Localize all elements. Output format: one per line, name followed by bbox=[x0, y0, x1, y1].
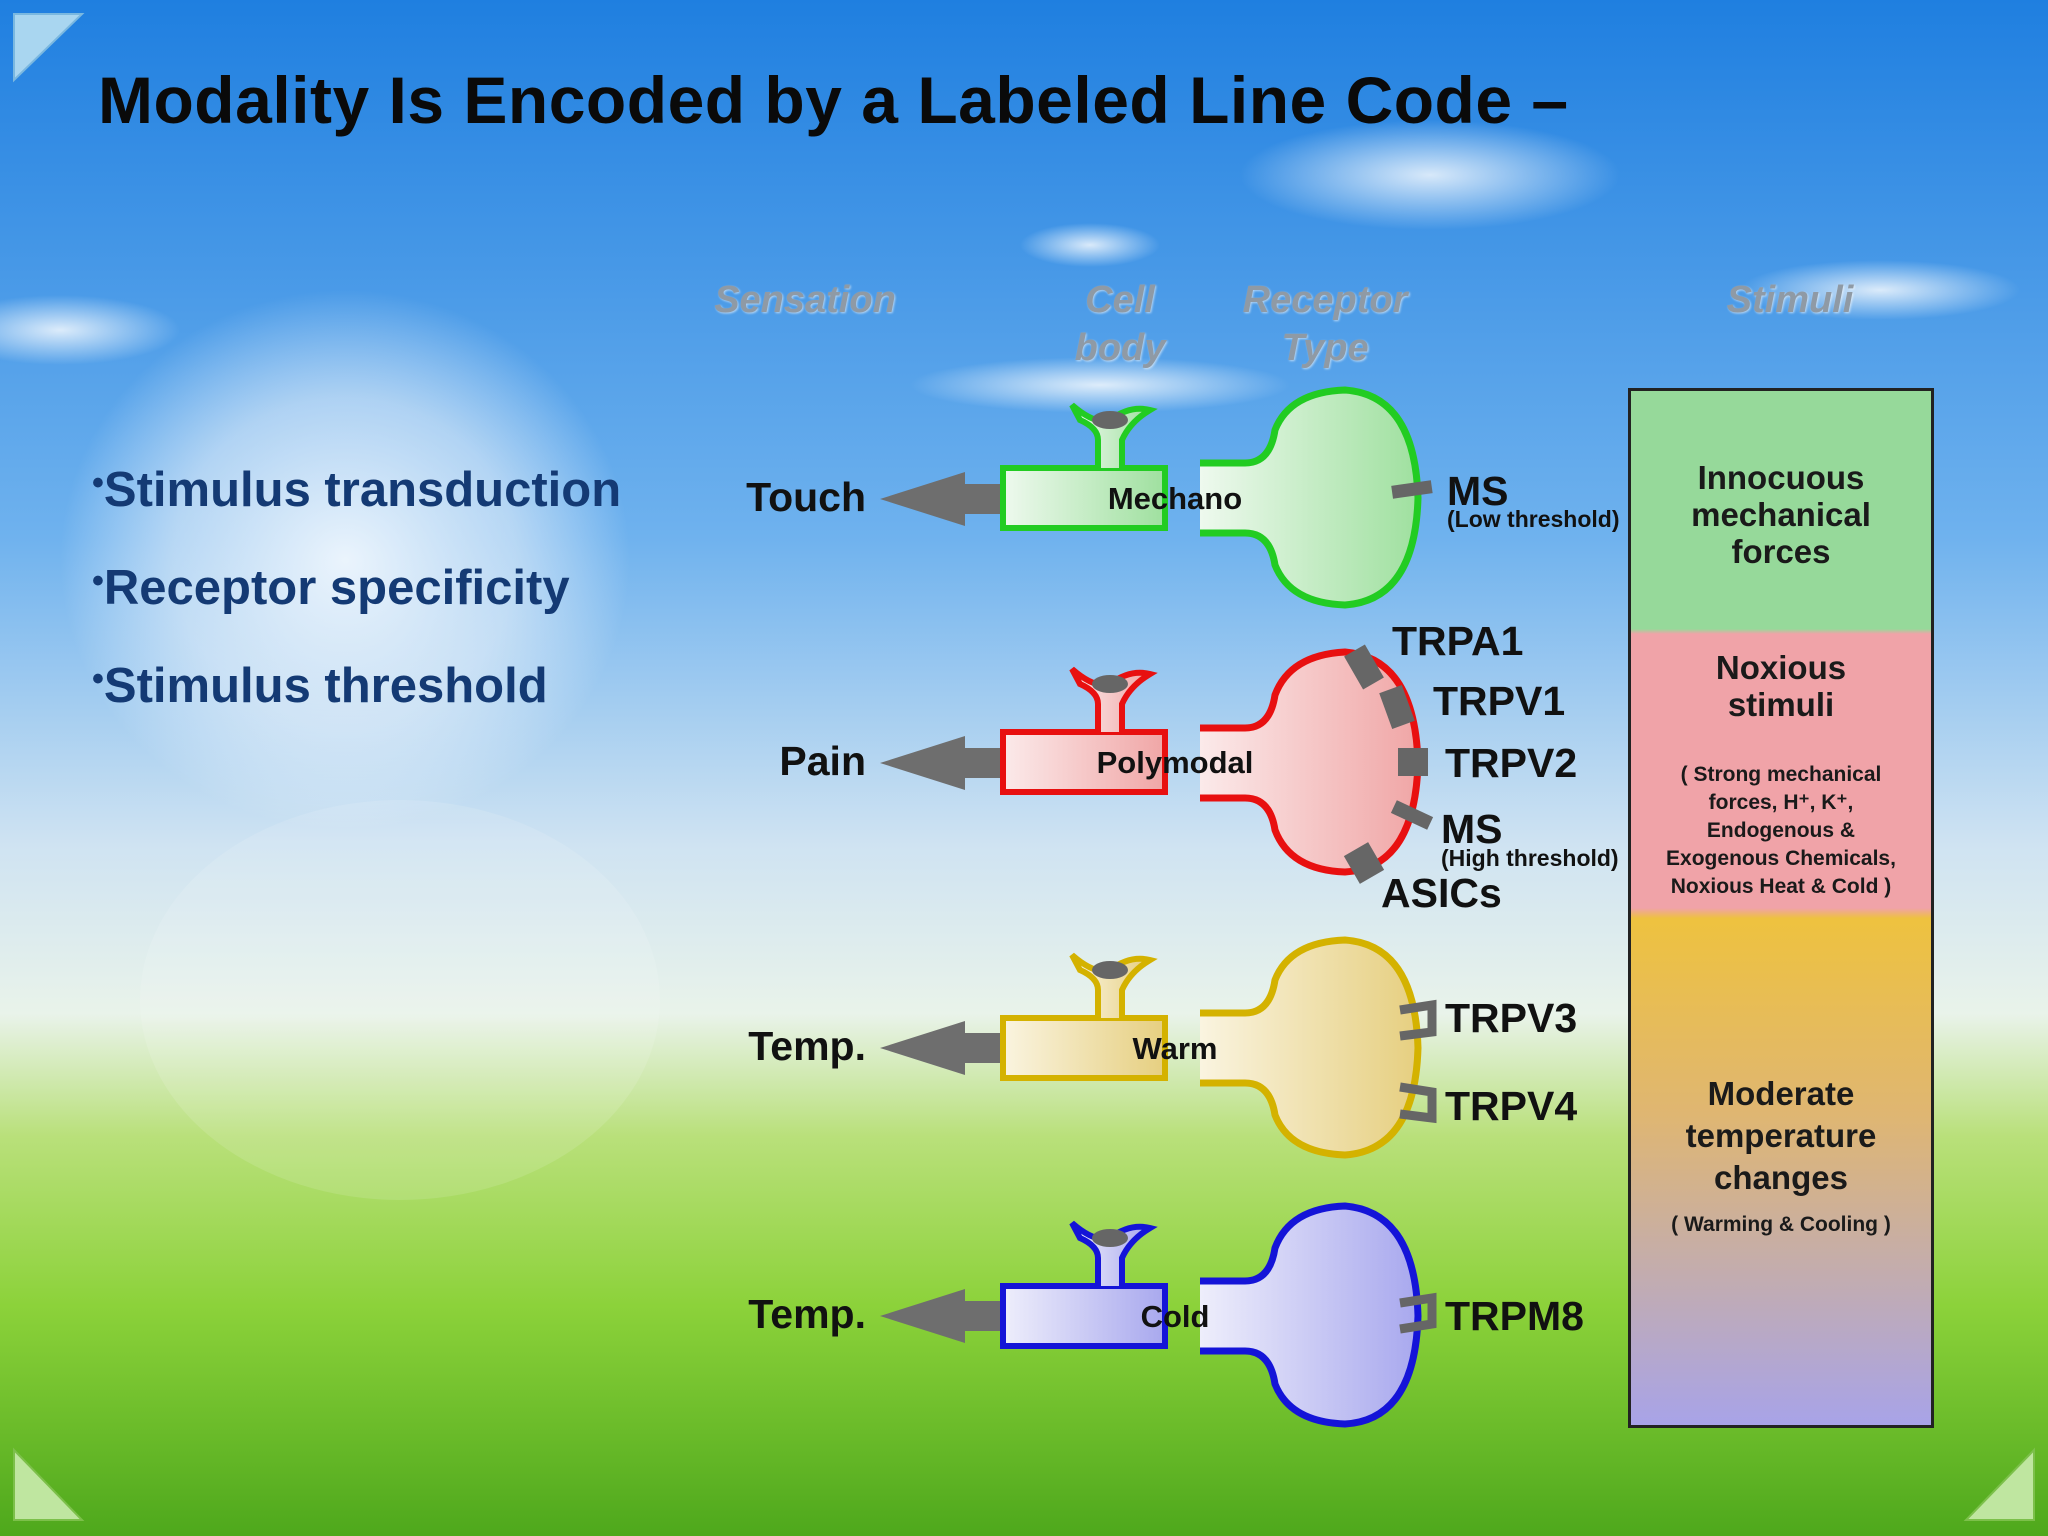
bullet-text: Stimulus threshold bbox=[103, 659, 548, 713]
column-header-sensation: Sensation bbox=[714, 279, 896, 321]
bullet-list: •Stimulus transduction •Receptor specifi… bbox=[92, 462, 621, 756]
bullet-item: •Receptor specificity bbox=[92, 561, 570, 615]
stimuli-moderate-detail: ( Warming & Cooling ) bbox=[1671, 1213, 1891, 1236]
bullet-text: Stimulus transduction bbox=[103, 463, 622, 517]
receptor-trpv3: TRPV3 bbox=[1445, 995, 1578, 1041]
column-header-stimuli: Stimuli bbox=[1726, 279, 1854, 321]
arrow-icon bbox=[880, 1021, 1003, 1075]
arrow-icon bbox=[880, 736, 1003, 790]
receptor-trpv1: TRPV1 bbox=[1433, 678, 1566, 724]
receptor-ms-low: MS bbox=[1447, 468, 1509, 514]
receptor-trpv2: TRPV2 bbox=[1445, 740, 1578, 786]
sensation-temp-warm: Temp. bbox=[748, 1023, 866, 1069]
receptor-trpv4: TRPV4 bbox=[1445, 1083, 1578, 1129]
cell-label-mechano: Mechano bbox=[1107, 481, 1243, 516]
threshold-note-low: (Low threshold) bbox=[1447, 506, 1620, 532]
receptor-ms-high: MS bbox=[1441, 806, 1503, 852]
cell-label-polymodal: Polymodal bbox=[1096, 745, 1254, 780]
arrow-icon bbox=[880, 472, 1003, 526]
sensation-pain: Pain bbox=[779, 738, 866, 784]
receptor-asics: ASICs bbox=[1381, 870, 1502, 916]
warm-neuron bbox=[1000, 936, 1437, 1159]
bullet-item: •Stimulus transduction bbox=[92, 463, 622, 517]
arrow-icon bbox=[880, 1289, 1003, 1343]
receptor-trpm8: TRPM8 bbox=[1445, 1293, 1584, 1339]
slide-title: Modality Is Encoded by a Labeled Line Co… bbox=[98, 63, 1569, 137]
bullet-item: •Stimulus threshold bbox=[92, 659, 548, 713]
cell-label-cold: Cold bbox=[1140, 1299, 1210, 1334]
threshold-note-high: (High threshold) bbox=[1441, 845, 1619, 871]
sensation-temp-cold: Temp. bbox=[748, 1291, 866, 1337]
mechano-neuron bbox=[1000, 386, 1433, 609]
bullet-text: Receptor specificity bbox=[103, 561, 570, 615]
cold-neuron bbox=[1000, 1202, 1437, 1428]
cell-label-warm: Warm bbox=[1132, 1031, 1218, 1066]
sensation-touch: Touch bbox=[746, 474, 866, 520]
polymodal-neuron bbox=[1000, 644, 1434, 884]
receptor-trpa1: TRPA1 bbox=[1392, 618, 1524, 664]
